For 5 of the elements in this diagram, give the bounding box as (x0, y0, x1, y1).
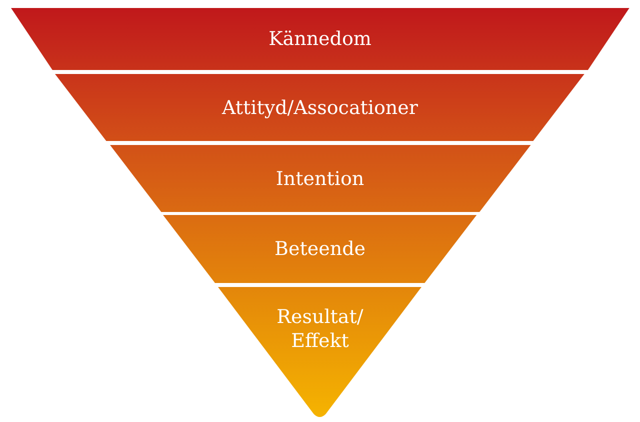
band-label: Intention (276, 166, 364, 190)
band-label: Resultat/ Effekt (276, 305, 364, 353)
band-label: Kännedom (268, 27, 372, 51)
band-label: Beteende (274, 237, 366, 261)
band-label: Attityd/Assocationer (222, 96, 418, 120)
